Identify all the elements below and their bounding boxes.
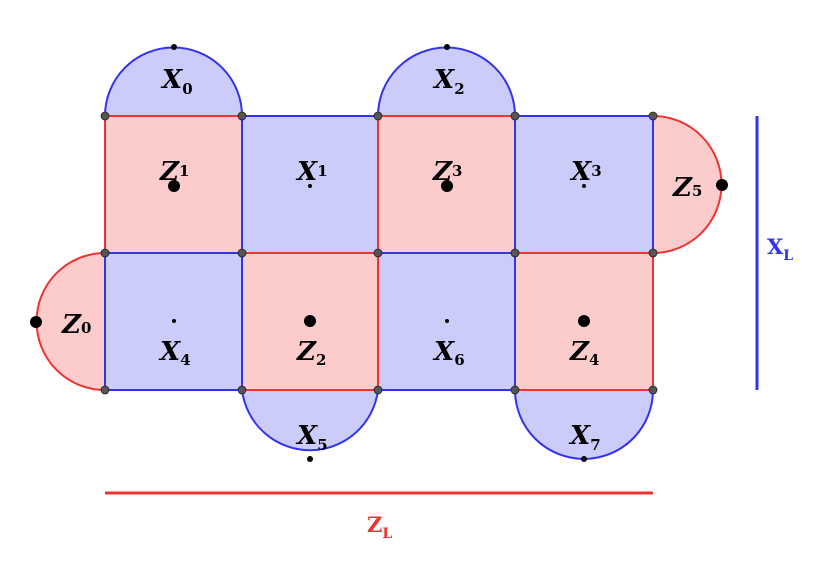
data-qubit <box>237 111 247 121</box>
data-qubit <box>373 248 383 258</box>
stabilizer-X7-shape <box>513 389 655 460</box>
data-qubit <box>648 111 658 121</box>
stabilizer-X7-label: X7 <box>568 421 601 454</box>
data-qubit <box>648 385 658 395</box>
ancilla-X2 <box>444 44 450 50</box>
grid-edges <box>104 115 654 391</box>
data-qubit <box>373 385 383 395</box>
data-qubit <box>237 385 247 395</box>
logical-zl-label: ZL <box>367 512 392 542</box>
data-qubit <box>510 248 520 258</box>
stabilizer-X1-label: X1 <box>295 157 328 187</box>
ancilla-Z4 <box>578 315 590 327</box>
data-qubit <box>100 385 110 395</box>
ancilla-Z3 <box>441 180 453 192</box>
stabilizer-Z1-label: Z1 <box>159 157 189 187</box>
stabilizer-X6-label: X6 <box>432 337 465 369</box>
data-qubits <box>100 111 658 395</box>
ancilla-X4 <box>172 319 176 323</box>
data-qubit <box>510 385 520 395</box>
stabilizer-Z5-label: Z5 <box>672 173 702 203</box>
stabilizer-X3-label: X3 <box>569 157 602 187</box>
stabilizer-Z4-label: Z4 <box>569 337 599 369</box>
stabilizer-X4-label: X4 <box>158 337 191 369</box>
data-qubit <box>100 111 110 121</box>
ancilla-Z2 <box>304 315 316 327</box>
ancilla-X7 <box>581 456 587 462</box>
ancilla-Z1 <box>168 180 180 192</box>
stabilizer-X5-label: X5 <box>295 421 328 454</box>
ancilla-X5 <box>307 456 313 462</box>
data-qubit <box>373 111 383 121</box>
ancilla-Z5 <box>716 179 728 191</box>
data-qubit <box>648 248 658 258</box>
ancilla-X6 <box>445 319 449 323</box>
ancilla-X3 <box>582 184 586 188</box>
ancilla-dots <box>30 44 728 462</box>
stabilizer-X2-label: X2 <box>432 65 465 98</box>
ancilla-Z0 <box>30 316 42 328</box>
ancilla-X1 <box>308 184 312 188</box>
stabilizer-X0-label: X0 <box>160 65 193 98</box>
stabilizer-Z3-label: Z3 <box>432 157 462 187</box>
data-qubit <box>237 248 247 258</box>
logical-xl-label: XL <box>767 234 793 264</box>
data-qubit <box>100 248 110 258</box>
data-qubit <box>510 111 520 121</box>
stabilizer-X5-shape <box>240 389 380 452</box>
stabilizer-Z0-label: Z0 <box>61 310 91 340</box>
ancilla-X0 <box>171 44 177 50</box>
stabilizer-Z2-label: Z2 <box>296 337 326 369</box>
